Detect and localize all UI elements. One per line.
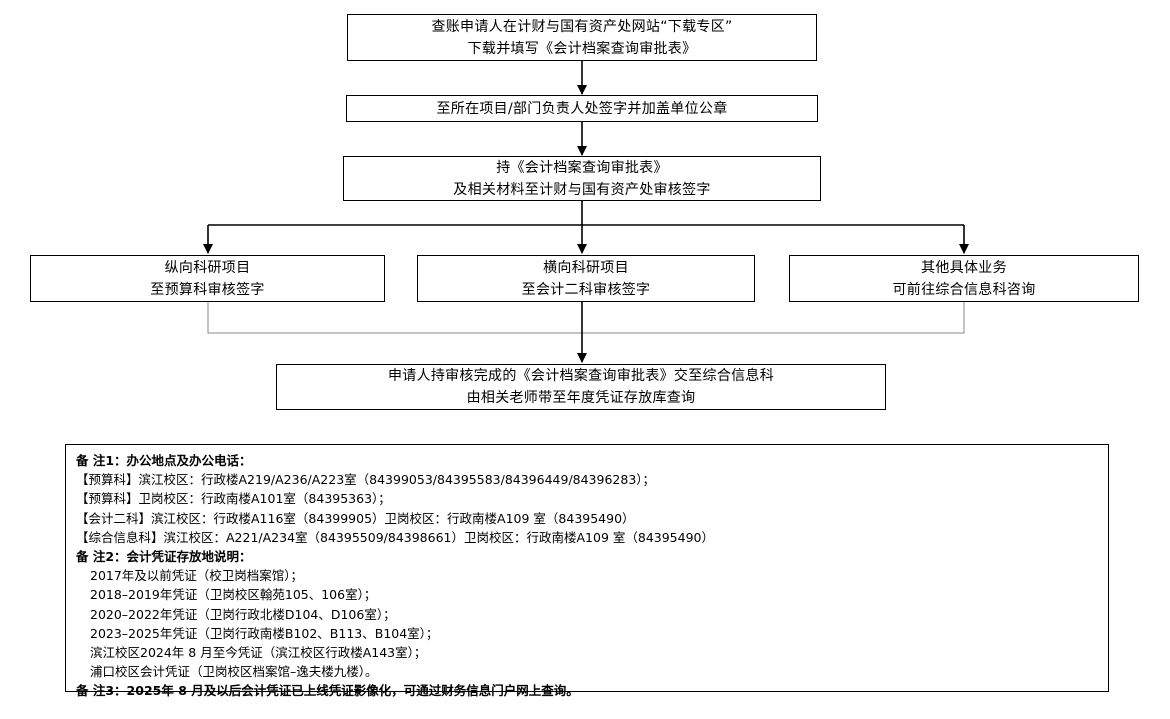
branch-right-line1: 其他具体业务 (921, 259, 1007, 276)
note2-line-5: 滨江校区2024年 8 月至今凭证（滨江校区行政楼A143室）； (90, 645, 427, 661)
branch-left-line1: 纵向科研项目 (164, 259, 251, 276)
step1-line1: 查账申请人在计财与国有资产处网站“下载专区” (431, 18, 733, 35)
step2-line1: 至所在项目/部门负责人处签字并加盖单位公章 (436, 100, 728, 117)
note1-line-4: 【综合信息科】滨江校区：A221/A234室（84395509/84398661… (76, 529, 714, 545)
note1-title: 备 注1：办公地点及办公电话： (76, 453, 252, 468)
note1-line-2: 【预算科】卫岗校区：行政南楼A101室（84395363）； (76, 491, 391, 507)
note1-line-3: 【会计二科】滨江校区：行政楼A116室（84399905）卫岗校区：行政南楼A1… (76, 510, 635, 526)
step3-line2: 及相关材料至计财与国有资产处审核签字 (453, 181, 711, 198)
branch-horizontal-research: 横向科研项目 至会计二科审核签字 (417, 255, 755, 302)
branch-middle-line2: 至会计二科审核签字 (521, 281, 651, 298)
final-submit-and-query: 申请人持审核完成的《会计档案查询审批表》交至综合信息科 由相关老师带至年度凭证存… (276, 364, 886, 410)
note2-line-1: 2017年及以前凭证（校卫岗档案馆）； (90, 568, 304, 584)
final-line2: 由相关老师带至年度凭证存放库查询 (466, 390, 696, 406)
step1-download-form: 查账申请人在计财与国有资产处网站“下载专区” 下载并填写《会计档案查询审批表》 (347, 14, 817, 61)
note2-title: 备 注2：会计凭证存放地说明： (76, 549, 252, 565)
step1-line2: 下载并填写《会计档案查询审批表》 (467, 40, 697, 57)
branch-middle-line1: 横向科研项目 (543, 259, 629, 276)
note2-line-4: 2023–2025年凭证（卫岗行政南楼B102、B113、B104室）； (90, 625, 439, 641)
note2-line-2: 2018–2019年凭证（卫岗校区翰苑105、106室）； (90, 587, 377, 603)
final-line1: 申请人持审核完成的《会计档案查询审批表》交至综合信息科 (387, 368, 775, 384)
step3-finance-review: 持《会计档案查询审批表》 及相关材料至计财与国有资产处审核签字 (343, 156, 821, 201)
step2-sign-and-seal: 至所在项目/部门负责人处签字并加盖单位公章 (346, 95, 818, 122)
note3: 备 注3：2025年 8 月及以后会计凭证已上线凭证影像化，可通过财务信息门户网… (76, 683, 579, 699)
note1-line-1: 【预算科】滨江校区：行政楼A219/A236/A223室（84399053/84… (76, 472, 656, 488)
branch-right-line2: 可前往综合信息科咨询 (892, 281, 1036, 298)
merge-line (207, 302, 965, 334)
notes-panel: 备 注1：办公地点及办公电话： 【预算科】滨江校区：行政楼A219/A236/A… (65, 444, 1109, 698)
note2-line-3: 2020–2022年凭证（卫岗行政北楼D104、D106室）； (90, 606, 396, 622)
branch-other-business: 其他具体业务 可前往综合信息科咨询 (789, 255, 1139, 302)
branch-vertical-research: 纵向科研项目 至预算科审核签字 (30, 255, 385, 302)
step3-line1: 持《会计档案查询审批表》 (496, 159, 668, 176)
branch-left-line2: 至预算科审核签字 (150, 281, 265, 298)
note2-line-6: 浦口校区会计凭证（卫岗校区档案馆–逸夫楼九楼）。 (90, 664, 378, 680)
